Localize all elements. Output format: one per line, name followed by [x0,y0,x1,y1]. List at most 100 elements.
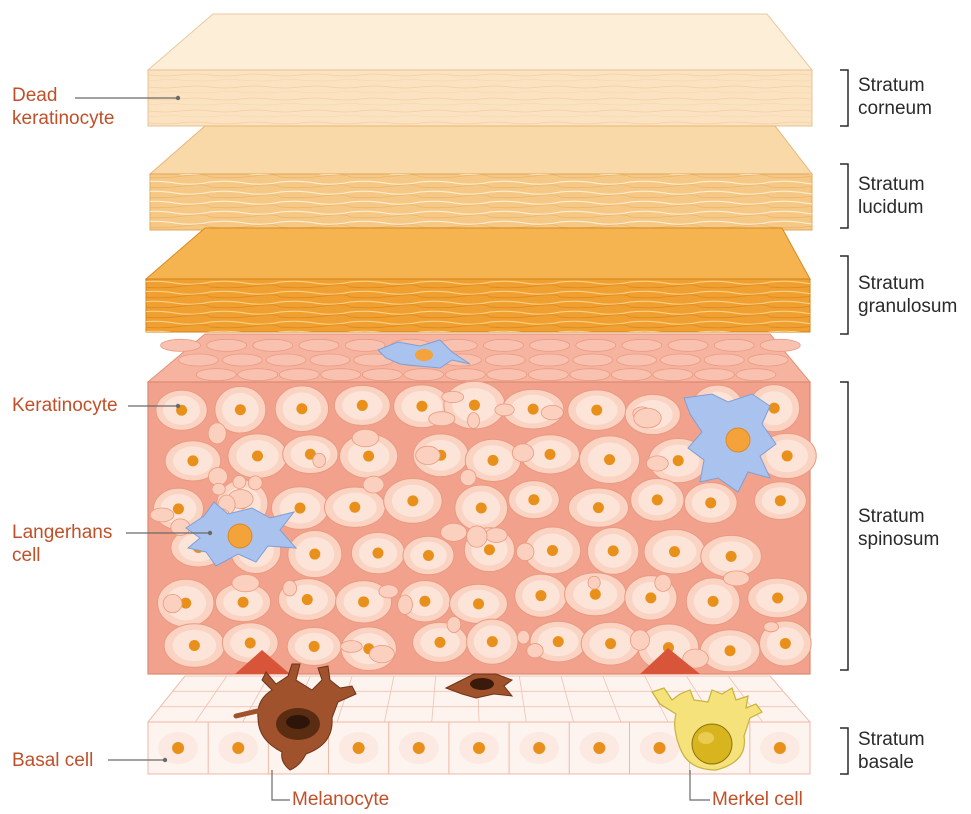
top-cell [736,369,776,381]
top-cell [178,354,218,366]
filler-cell [460,469,476,485]
top-cell [310,354,350,366]
top-cell [362,369,402,381]
filler-cell [313,453,326,467]
top-cell [485,354,525,366]
label-stratum-corneum: Stratum corneum [858,74,932,120]
filler-cell [723,571,749,586]
top-cell [748,354,788,366]
top-cell [617,354,657,366]
top-cell [570,369,610,381]
filler-cell [541,405,563,419]
top-cell [694,369,734,381]
top-cell [576,339,616,351]
top-cell [529,354,569,366]
top-cell [487,369,527,381]
keratinocyte-cell [579,436,639,484]
keratinocyte-cell [515,574,567,617]
stratum-corneum-slab [148,14,812,126]
label-melanocyte: Melanocyte [292,788,389,811]
filler-cell [150,508,174,522]
top-cell [238,369,278,381]
filler-cell [232,575,259,592]
filler-cell [341,641,363,653]
top-cell [266,354,306,366]
keratinocyte-cell [644,529,705,574]
basal-cell [580,732,620,764]
label-merkel-cell: Merkel cell [712,788,803,811]
filler-cell [485,528,507,543]
basal-cell [399,732,439,764]
top-cell [445,369,485,381]
keratinocyte-cell [701,535,762,577]
top-cell [660,354,700,366]
top-cell [668,339,708,351]
filler-cell [416,446,440,464]
filler-cell [764,622,779,632]
filler-cell [516,543,534,561]
filler-cell [398,595,413,615]
keratinocyte-cell [228,434,287,478]
keratinocyte-cell [568,390,626,431]
filler-cell [646,456,668,471]
basal-cell [459,732,499,764]
top-cell [222,354,262,366]
filler-cell [379,585,398,598]
top-cell [299,339,339,351]
filler-cell [212,483,225,495]
keratinocyte-cell [455,485,508,531]
filler-cell [630,630,649,650]
filler-cell [527,644,543,658]
stratum-spinosum-block [148,334,816,674]
filler-cell [512,444,533,462]
keratinocyte-cell [156,390,207,430]
label-stratum-lucidum: Stratum lucidum [858,173,925,219]
basal-cell [640,732,680,764]
keratinocyte-cell [403,536,454,575]
keratinocyte-cell [351,532,404,573]
top-cell [321,369,361,381]
top-cell [528,369,568,381]
filler-cell [233,475,246,488]
keratinocyte-cell [568,488,628,527]
filler-cell [363,476,384,493]
keratinocyte-cell [287,627,341,665]
label-stratum-basale: Stratum basale [858,728,925,774]
top-cell [704,354,744,366]
filler-cell [352,429,379,446]
label-dead-keratinocyte: Dead keratinocyte [12,84,114,130]
label-stratum-spinosum: Stratum spinosum [858,505,939,551]
top-cell [573,354,613,366]
keratinocyte-cell [384,478,442,523]
filler-cell [655,574,671,591]
keratinocyte-cell [334,385,390,425]
label-stratum-granulosum: Stratum granulosum [858,272,957,318]
stratum-lucidum-slab [150,126,812,230]
keratinocyte-cell [467,619,518,664]
filler-cell [588,576,600,589]
keratinocyte-cell [450,584,508,623]
filler-cell [495,404,514,416]
top-cell [760,339,800,351]
filler-cell [429,412,455,426]
top-cell [404,369,444,381]
label-keratinocyte: Keratinocyte [12,394,118,417]
top-cell [714,339,754,351]
top-cell [207,339,247,351]
basal-cell [218,732,258,764]
top-cell [253,339,293,351]
keratinocyte-cell [508,481,559,519]
filler-cell [447,617,461,633]
top-cell [622,339,662,351]
basal-cell [760,732,800,764]
keratinocyte-cell [700,630,760,672]
basal-cell [339,732,379,764]
label-langerhans-cell: Langerhans cell [12,521,112,567]
filler-cell [441,523,467,541]
keratinocyte-cell [288,530,342,577]
keratinocyte-cell [754,482,806,520]
layer-brackets [840,70,848,774]
filler-cell [442,391,464,402]
label-basal-cell: Basal cell [12,749,93,772]
top-cell [279,369,319,381]
